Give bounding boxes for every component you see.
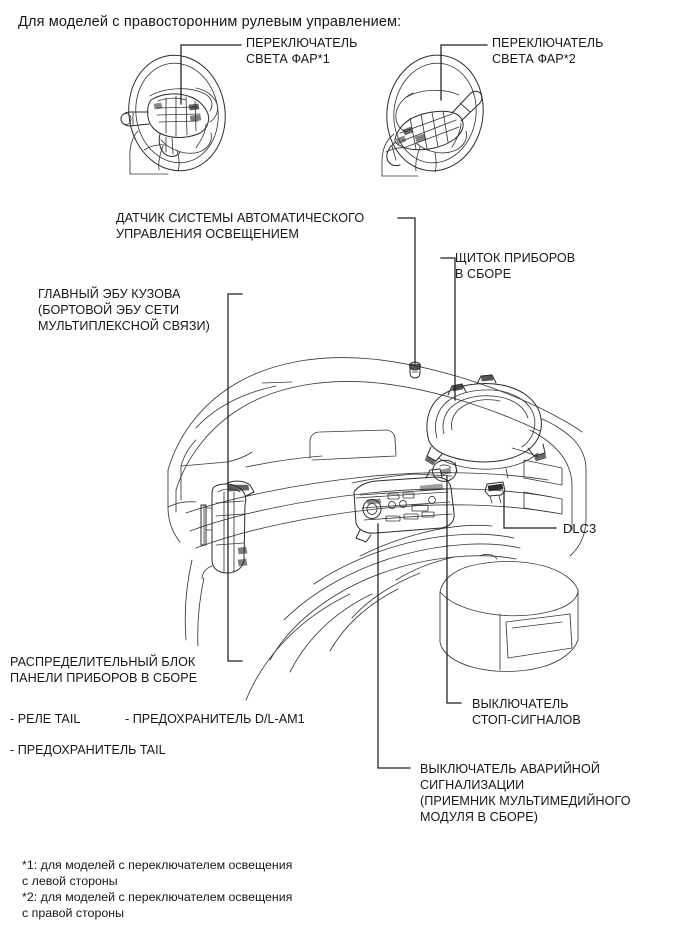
footnote-1-line1: *1: для моделей с переключателем освещен… — [22, 858, 293, 872]
footnote-1-line2: с левой стороны — [22, 874, 118, 888]
callout-stop-light-switch-line1: ВЫКЛЮЧАТЕЛЬ — [472, 697, 569, 711]
callout-junction-block-line2: ПАНЕЛИ ПРИБОРОВ В СБОРЕ — [10, 671, 198, 685]
steering-wheel-left-illustration — [120, 44, 242, 175]
leader-stop-light-switch — [446, 475, 462, 704]
center-control-panel-part — [353, 468, 455, 543]
callout-junction-block-line1: РАСПРЕДЕЛИТЕЛЬНЫЙ БЛОК — [10, 655, 196, 669]
leader-headlight-switch-1 — [180, 44, 242, 105]
callout-body-ecu-line3: МУЛЬТИПЛЕКСНОЙ СВЯЗИ) — [38, 319, 210, 333]
callout-stop-light-switch-line2: СТОП-СИГНАЛОВ — [472, 713, 581, 727]
callout-light-sensor-line2: УПРАВЛЕНИЯ ОСВЕЩЕНИЕМ — [116, 227, 299, 241]
callout-headlight-switch-1-line2: СВЕТА ФАР*1 — [246, 52, 330, 66]
callout-hazard-switch-line1: ВЫКЛЮЧАТЕЛЬ АВАРИЙНОЙ — [420, 762, 600, 776]
footnote-2-line1: *2: для моделей с переключателем освещен… — [22, 890, 293, 904]
junction-item-fuse-tail: - ПРЕДОХРАНИТЕЛЬ TAIL — [10, 743, 166, 757]
junction-item-fuse-dl-am1: - ПРЕДОХРАНИТЕЛЬ D/L-AM1 — [125, 712, 305, 726]
callout-headlight-switch-2-line2: СВЕТА ФАР*2 — [492, 52, 576, 66]
auto-light-sensor-part — [409, 361, 421, 379]
page-title: Для моделей с правосторонним рулевым упр… — [18, 14, 402, 30]
combination-switch-right — [386, 90, 483, 167]
junction-block-part — [200, 480, 255, 580]
callout-headlight-switch-1-line1: ПЕРЕКЛЮЧАТЕЛЬ — [246, 36, 358, 50]
leader-body-ecu — [227, 293, 243, 488]
leader-combination-meter — [440, 257, 456, 401]
leader-light-sensor — [397, 217, 416, 364]
center-console-part — [184, 524, 579, 701]
junction-item-relay-tail: - РЕЛЕ TAIL — [10, 712, 81, 726]
callout-combination-meter-line2: В СБОРЕ — [455, 267, 512, 281]
callout-dlc3: DLC3 — [563, 521, 597, 536]
callout-hazard-switch-line3: (ПРИЕМНИК МУЛЬТИМЕДИЙНОГО — [420, 794, 631, 808]
callout-hazard-switch-line2: СИГНАЛИЗАЦИИ — [420, 778, 525, 792]
leader-headlight-switch-2 — [440, 44, 488, 101]
callout-body-ecu-line2: (БОРТОВОЙ ЭБУ СЕТИ — [38, 303, 180, 317]
instrument-panel-illustration — [167, 357, 587, 701]
leader-junction-block — [227, 486, 243, 662]
callout-combination-meter-line1: ЩИТОК ПРИБОРОВ — [455, 251, 576, 265]
dlc3-connector-part — [484, 481, 506, 504]
callout-hazard-switch-line4: МОДУЛЯ В СБОРЕ) — [420, 810, 538, 824]
callout-body-ecu-line1: ГЛАВНЫЙ ЭБУ КУЗОВА — [38, 287, 181, 301]
callout-headlight-switch-2-line1: ПЕРЕКЛЮЧАТЕЛЬ — [492, 36, 604, 50]
steering-wheel-right-illustration — [381, 44, 488, 177]
combination-switch-left — [120, 93, 210, 157]
footnote-2-line2: с правой стороны — [22, 906, 124, 920]
leader-hazard-switch — [377, 523, 411, 769]
combination-meter-part — [424, 374, 547, 479]
leader-dlc3 — [503, 491, 557, 529]
hazard-switch-part — [432, 459, 457, 482]
stop-light-switch-part — [479, 553, 498, 560]
callout-light-sensor-line1: ДАТЧИК СИСТЕМЫ АВТОМАТИЧЕСКОГО — [116, 211, 365, 225]
